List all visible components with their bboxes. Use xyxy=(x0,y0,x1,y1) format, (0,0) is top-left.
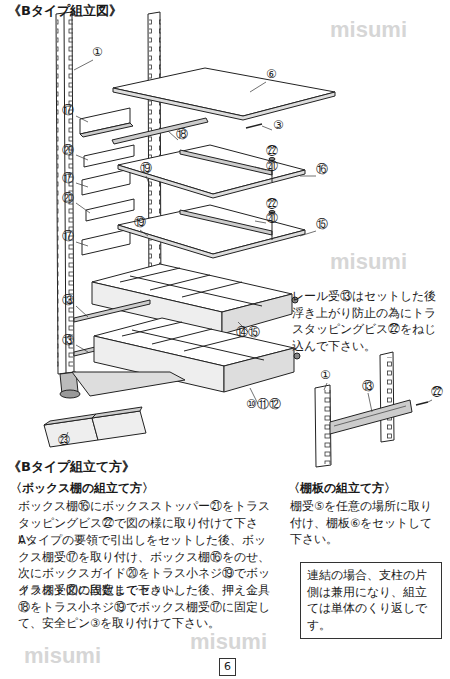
instruction-text: 棚受⑤を任意の場所に取り付け、棚板⑥をセットして下さい。 xyxy=(290,498,440,548)
sub-heading: 〈ボックス棚の組立て方〉 xyxy=(10,480,154,497)
callout-number: ⑮ xyxy=(316,218,328,231)
callout-number: ⑱ xyxy=(176,128,188,141)
watermark: misumi xyxy=(330,246,407,278)
box-text: 6 xyxy=(224,659,231,675)
callout-number: ㉑ xyxy=(266,212,278,225)
note-text: レール受⑬はセットした後浮き上がり防止の為にトラスタッピングビス㉒をねじ込んで下… xyxy=(292,288,442,355)
box-text: 連結の場合、支柱の片側は兼用になり、組立ては単体のくり返しです。 xyxy=(307,567,435,634)
callout-number: ⑲ xyxy=(134,216,146,229)
callout-number: ㉒ xyxy=(266,145,278,158)
callout-number: ③ xyxy=(273,119,284,132)
watermark: misumi xyxy=(24,640,101,672)
callout-number: ⑰ xyxy=(62,104,74,117)
watermark: misumi xyxy=(330,14,407,46)
callout-number: ⑬ xyxy=(62,334,74,347)
callout-number: ① xyxy=(92,46,103,59)
callout-number: ⑬ xyxy=(362,380,374,393)
callout-number: ㉒ xyxy=(266,198,278,211)
callout-number: ㉓ xyxy=(58,434,70,447)
callout-number: ㉑ xyxy=(266,160,278,173)
callout-number: ⑲ xyxy=(140,162,152,175)
callout-number: ⑰ xyxy=(62,172,74,185)
instruction-text: イラスト図の段数までセットした後、押え金具⑱をトラス小ネジ⑲でボックス棚受⑰に固… xyxy=(18,582,274,632)
callout-number: ① xyxy=(320,369,331,382)
page-number-box: 6 xyxy=(219,658,236,676)
callout-number: ⑳ xyxy=(62,192,74,205)
section-heading: 《Bタイプ組立て方》 xyxy=(8,458,135,477)
note-box: 連結の場合、支柱の片側は兼用になり、組立ては単体のくり返しです。 xyxy=(300,562,442,639)
watermark: misumi xyxy=(190,626,267,658)
callout-number: ⑯ xyxy=(316,163,328,176)
callout-number: ⑰ xyxy=(62,230,74,243)
sub-heading: 〈棚板の組立て方〉 xyxy=(288,480,396,497)
callout-number: ⑳ xyxy=(62,144,74,157)
diagram-title: 《Bタイプ組立図》 xyxy=(8,2,122,21)
callout-number: ⑩⑪⑫ xyxy=(246,398,281,411)
callout-number: ⑭⑮ xyxy=(236,326,260,339)
callout-number: ⑥ xyxy=(266,68,277,81)
callout-number: ⑬ xyxy=(62,294,74,307)
callout-number: ㉒ xyxy=(431,386,443,399)
